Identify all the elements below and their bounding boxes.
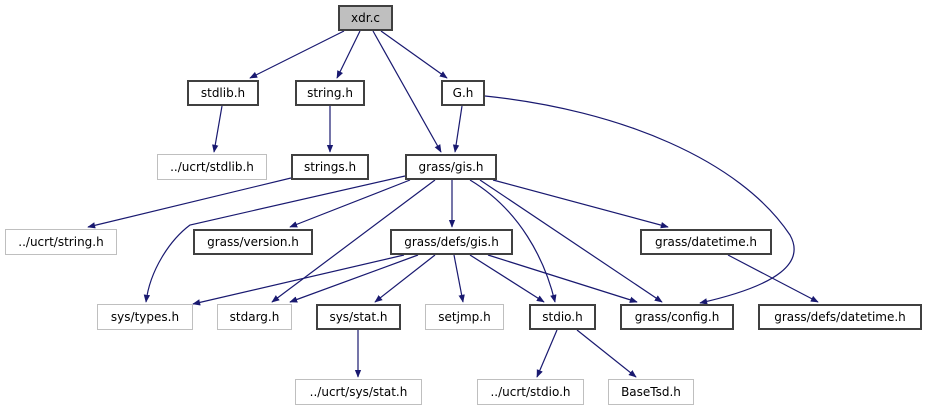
edge-grass-gis-h-to-grass-config-h (479, 179, 663, 303)
node-ucrt-stdlib-h: ../ucrt/stdlib.h (157, 154, 267, 180)
node-grass-defs-gis-h[interactable]: grass/defs/gis.h (390, 229, 513, 255)
node-grass-config-h[interactable]: grass/config.h (620, 304, 734, 330)
edge-grass-defs-gis-h-to-stdio-h (469, 254, 545, 303)
node-sys-types-h: sys/types.h (97, 304, 193, 330)
edge-stdlib-h-to-ucrt-stdlib-h (212, 105, 223, 153)
edge-grass-defs-gis-h-to-grass-config-h (487, 254, 638, 303)
edge-stdio-h-to-BaseTsd-h (576, 329, 637, 378)
node-ucrt-string-h: ../ucrt/string.h (5, 229, 117, 255)
node-string-h[interactable]: string.h (295, 80, 365, 106)
node-grass-gis-h[interactable]: grass/gis.h (405, 154, 497, 180)
edge-grass-defs-gis-h-to-setjmp-h (453, 254, 465, 303)
edge-xdr-c-to-stdlib-h (249, 30, 345, 79)
node-BaseTsd-h: BaseTsd.h (608, 379, 694, 405)
edge-xdr-c-to-string-h (336, 30, 361, 79)
node-strings-h[interactable]: strings.h (291, 154, 369, 180)
edge-grass-defs-gis-h-to-sys-stat-h (374, 254, 436, 303)
edge-strings-h-to-ucrt-string-h (87, 177, 292, 229)
edge-G-h-to-grass-config-h (484, 95, 795, 305)
node-sys-stat-h[interactable]: sys/stat.h (316, 304, 401, 330)
edge-grass-gis-h-to-grass-datetime-h (492, 179, 669, 229)
edge-grass-gis-h-to-sys-types-h (143, 175, 406, 303)
edge-grass-gis-h-to-stdio-h (469, 179, 557, 303)
node-stdio-h[interactable]: stdio.h (529, 304, 596, 330)
edge-xdr-c-to-grass-gis-h (372, 30, 442, 153)
node-stdarg-h: stdarg.h (217, 304, 292, 330)
edge-stdio-h-to-ucrt-stdio-h (536, 329, 558, 378)
node-ucrt-sys-stat-h: ../ucrt/sys/stat.h (295, 379, 422, 405)
node-grass-version-h[interactable]: grass/version.h (193, 229, 313, 255)
node-xdr-c: xdr.c (338, 5, 393, 31)
edge-grass-defs-gis-h-to-sys-types-h (192, 254, 405, 306)
node-G-h[interactable]: G.h (441, 80, 485, 106)
edge-grass-gis-h-to-grass-version-h (289, 179, 411, 228)
edge-G-h-to-grass-gis-h (452, 105, 463, 153)
node-grass-defs-datetime-h[interactable]: grass/defs/datetime.h (758, 304, 922, 330)
node-setjmp-h: setjmp.h (425, 304, 504, 330)
node-stdlib-h[interactable]: stdlib.h (187, 80, 259, 106)
node-grass-datetime-h[interactable]: grass/datetime.h (640, 229, 772, 255)
edge-grass-gis-h-to-stdarg-h (271, 179, 436, 303)
node-ucrt-stdio-h: ../ucrt/stdio.h (477, 379, 584, 405)
edge-grass-datetime-h-to-grass-defs-datetime-h (727, 254, 819, 303)
edge-xdr-c-to-G-h (380, 30, 448, 79)
edge-grass-defs-gis-h-to-stdarg-h (289, 254, 419, 303)
